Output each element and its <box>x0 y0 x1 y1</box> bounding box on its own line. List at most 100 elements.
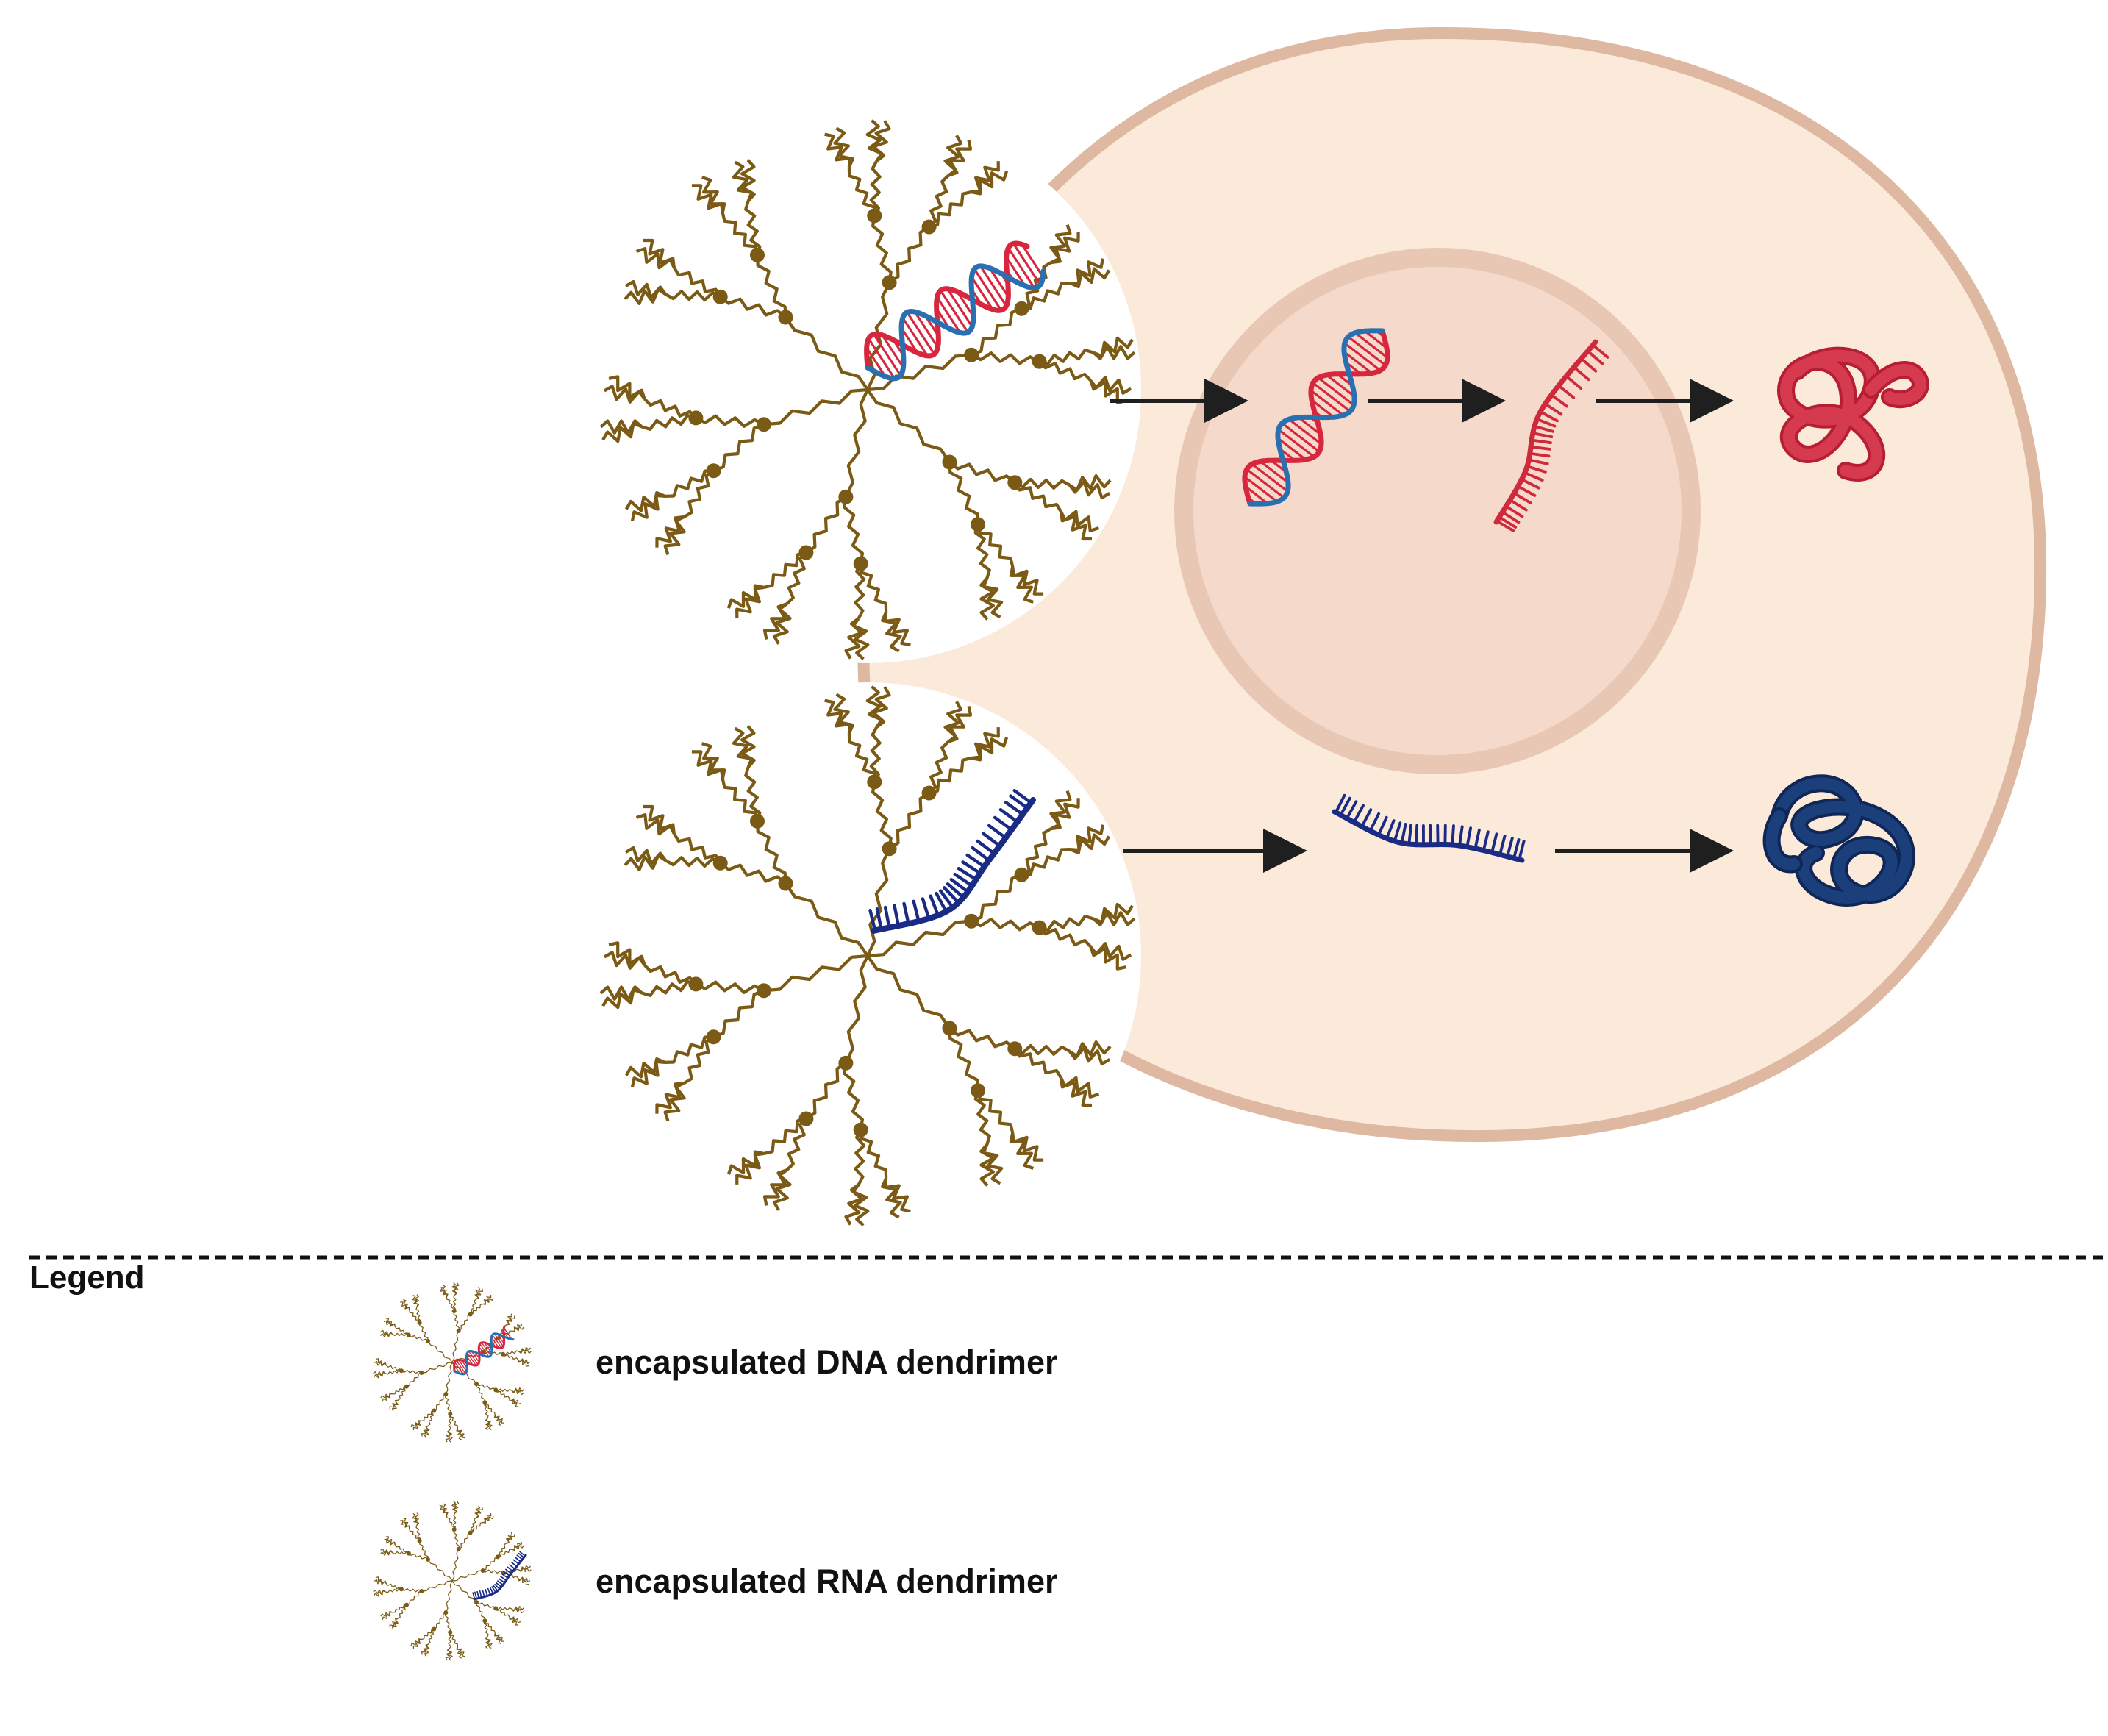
strand-backbone <box>473 1554 527 1601</box>
strand-backbone <box>1332 809 1525 863</box>
strand-bases <box>868 789 1033 932</box>
legend-label-dna: encapsulated DNA dendrimer <box>596 1343 1057 1381</box>
mrna-strand-icon <box>868 789 1036 934</box>
legend-item-rna: encapsulated RNA dendrimer <box>368 1496 1057 1665</box>
dendrimer-node <box>778 876 793 891</box>
dendrimer-node <box>482 1618 487 1624</box>
legend: Legend encapsulated DNA dendrimer encaps… <box>29 1260 1057 1665</box>
strand-bases <box>472 1551 526 1600</box>
dendrimer-node <box>712 289 728 304</box>
dendrimer-icon <box>373 1501 532 1661</box>
dendrimer-node <box>964 913 979 929</box>
dendrimer-node <box>399 1587 404 1592</box>
dendrimer-node <box>451 1527 457 1532</box>
dna-base-pairs <box>1243 329 1389 505</box>
dendrimer-node <box>750 813 765 829</box>
dendrimer-node <box>417 1320 422 1325</box>
dendrimer-node <box>942 454 957 470</box>
dendrimer-node <box>971 1083 985 1099</box>
legend-title: Legend <box>29 1260 144 1296</box>
dendrimer-node <box>838 1055 854 1071</box>
dendrimer-node <box>493 1387 499 1393</box>
dendrimer-node <box>474 1382 479 1387</box>
dendrimer-node <box>1032 920 1047 935</box>
dna-strand-red <box>453 1325 506 1373</box>
dendrimer-node <box>448 1630 453 1635</box>
dendrimer-node <box>798 545 814 560</box>
dendrimer-node <box>756 417 771 432</box>
dendrimer-node <box>921 219 937 235</box>
dna-dendrimer <box>594 116 1141 663</box>
dendrimer-node <box>451 1309 457 1313</box>
dendrimer-node <box>706 1029 721 1045</box>
dendrimer-node <box>1032 354 1047 369</box>
dendrimer-node <box>756 983 771 999</box>
legend-label-rna: encapsulated RNA dendrimer <box>596 1562 1057 1600</box>
dendrimer-node <box>867 208 882 224</box>
dendrimer-node <box>1014 301 1029 316</box>
dendrimer-icon <box>599 119 1136 660</box>
dendrimer-node <box>448 1412 453 1416</box>
dendrimer-node <box>1007 475 1023 490</box>
rna-dendrimer <box>594 682 1141 1229</box>
protein-coil-icon <box>1777 346 1929 482</box>
dendrimer-icon <box>599 685 1136 1226</box>
dendrimer-node <box>419 1589 424 1593</box>
strand-backbone <box>871 797 1036 934</box>
dendrimer-branches <box>373 1501 532 1661</box>
dendrimer-node <box>468 1312 473 1317</box>
dendrimer-node <box>838 489 854 504</box>
protein-coil-icon <box>1762 774 1915 907</box>
mrna-strand-icon <box>1493 339 1609 532</box>
mrna-strand-icon <box>1332 793 1526 863</box>
dendrimer-node <box>712 855 728 871</box>
dendrimer-node <box>778 310 793 325</box>
nucleus <box>1174 248 1701 774</box>
dna-strand-blue <box>865 263 1046 382</box>
dendrimer-node <box>798 1111 814 1126</box>
dendrimer-node <box>468 1530 473 1535</box>
dna-helix-icon <box>864 240 1046 382</box>
dendrimer-node <box>406 1551 411 1556</box>
dendrimer-node <box>688 976 704 992</box>
dendrimer-node <box>882 841 897 857</box>
dendrimer-node <box>404 1384 409 1389</box>
dendrimer-node <box>443 1610 449 1615</box>
strand-bases <box>1495 343 1609 532</box>
dendrimer-node <box>456 1546 461 1551</box>
legend-item-dna: encapsulated DNA dendrimer <box>368 1278 1057 1447</box>
mrna-strand-icon <box>472 1551 527 1601</box>
dendrimer-node <box>496 1554 500 1560</box>
dendrimer-node <box>493 1606 499 1611</box>
dendrimer-node <box>426 1338 430 1343</box>
dendrimer-node <box>417 1538 422 1543</box>
dendrimer-node <box>443 1392 449 1397</box>
dendrimer-node <box>750 247 765 262</box>
dendrimer-node <box>456 1328 461 1333</box>
dendrimer-node <box>882 275 897 290</box>
strand-backbone <box>1493 339 1598 525</box>
dendrimer-node <box>853 556 868 571</box>
dendrimer-icon <box>373 1282 532 1443</box>
dendrimer-node <box>501 1351 506 1357</box>
dna-helix-icon <box>1242 328 1390 507</box>
dendrimer-node <box>964 347 979 362</box>
dendrimer-node <box>432 1626 437 1632</box>
dendrimer-node <box>482 1400 487 1405</box>
dendrimer-node <box>706 463 721 479</box>
dna-helix-icon <box>453 1325 515 1376</box>
dendrimer-node <box>867 774 882 790</box>
dendrimer-node <box>853 1122 868 1137</box>
dendrimer-node <box>942 1021 957 1036</box>
dendrimer-branches <box>599 685 1136 1226</box>
dendrimer-node <box>688 410 704 426</box>
dendrimer-node <box>474 1600 479 1605</box>
dendrimer-node <box>1014 867 1029 882</box>
dendrimer-node <box>1007 1041 1023 1057</box>
dendrimer-node <box>399 1368 404 1374</box>
dendrimer-node <box>432 1408 437 1413</box>
dna-strand-blue <box>453 1332 515 1376</box>
dna-strand-blue <box>1247 328 1385 507</box>
dendrimer-node <box>480 1568 485 1573</box>
